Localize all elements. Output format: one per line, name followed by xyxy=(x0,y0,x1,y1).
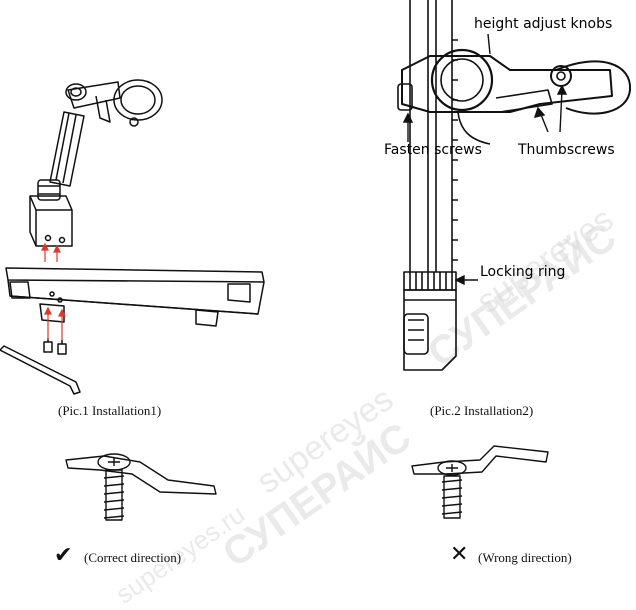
direction-drawings xyxy=(65,445,549,521)
installation1-drawing xyxy=(0,79,265,395)
pic1-caption: (Pic.1 Installation1) xyxy=(58,403,162,418)
pic2-caption: (Pic.2 Installation2) xyxy=(430,403,534,418)
cross-icon: ✕ xyxy=(450,542,469,567)
height-adjust-knobs-label: height adjust knobs xyxy=(474,16,613,32)
fasten-screws-label: Fasten screws xyxy=(384,142,482,158)
wrong-direction-caption: (Wrong direction) xyxy=(478,550,572,565)
check-icon: ✔ xyxy=(54,543,73,568)
installation2-drawing xyxy=(397,0,632,371)
locking-ring-label: Locking ring xyxy=(480,264,566,280)
correct-direction-caption: (Correct direction) xyxy=(84,550,182,565)
thumbscrews-label: Thumbscrews xyxy=(518,142,615,158)
